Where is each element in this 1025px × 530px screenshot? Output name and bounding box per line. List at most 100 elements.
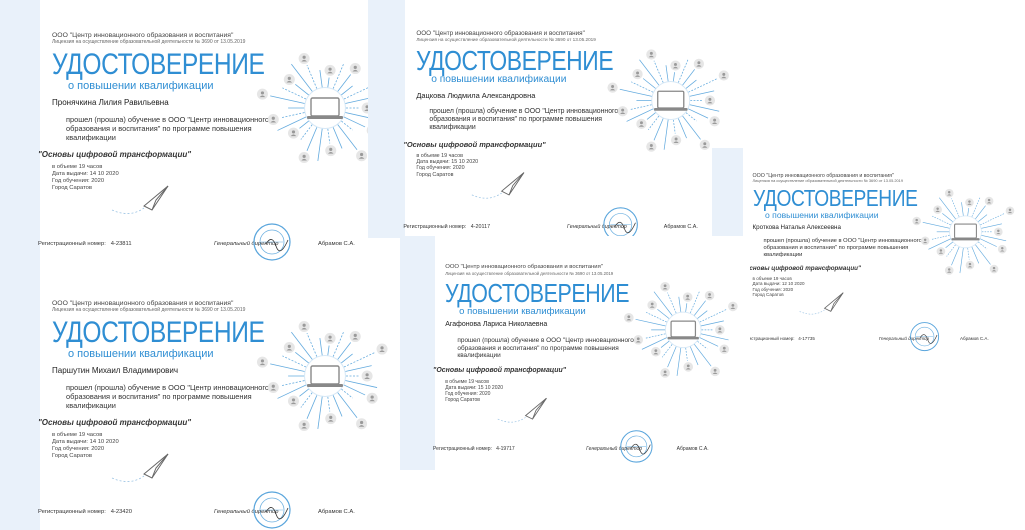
city-text: Город Саратов [416,171,454,178]
certificate-body-text: прошел (прошла) обучение в ООО "Центр ин… [429,107,619,132]
user-icon [267,113,279,125]
director-title: Генеральный директор [214,509,279,515]
registration-value: 4-17735 [798,335,815,341]
user-icon [356,150,368,162]
wave-background [400,236,435,470]
user-icon [646,300,657,310]
user-icon [376,343,388,355]
user-icon [718,70,729,81]
user-icon [718,344,729,355]
user-icon [267,381,279,393]
organization-name: ООО "Центр инновационного образования и … [52,300,292,314]
laptop-icon [304,87,346,129]
certificate-5: ООО "Центр инновационного образования и … [400,236,750,470]
user-icon [693,58,704,69]
study-year-text: Год обучения: 2020 [445,390,491,397]
user-icon [325,413,337,425]
program-name: "Основы цифровой трансформации" [403,139,546,149]
user-icon [659,368,670,378]
certificate-subtitle: о повышении квалификации [765,210,879,221]
director-signature-name: Абрамов С.А. [676,445,709,452]
license-text: Лицензия на осуществление образовательно… [416,37,596,43]
network-illustration [606,49,729,152]
certificate-details: в объеме 19 часов Дата выдачи: 15 10 202… [416,153,478,179]
stamp-illustration [620,430,653,463]
study-year-text: Год обучения: 2020 [52,445,105,452]
registration-label: Регистрационный номер: [38,509,106,515]
paper-plane-illustration [497,397,547,423]
registration-value: 4-23420 [110,509,132,515]
recipient-name: Агафонова Лариса Николаевна [445,321,548,329]
stamp-illustration [909,322,939,352]
certificate-body-text: прошел (прошла) обучение в ООО "Центр ин… [763,238,922,259]
stamp-illustration [253,491,291,529]
user-icon [606,82,618,93]
network-illustration [256,320,388,432]
paper-plane-icon [472,172,525,199]
registration-value: 4-23811 [110,241,132,247]
certificate-title: УДОСТОВЕРЕНИЕ [445,277,630,308]
stamp-illustration [603,207,639,238]
study-year-text: Год обучения: 2020 [416,165,465,172]
issue-date-text: Дата выдачи: 14 10 2020 [52,170,119,177]
program-name: "Основы цифровой трансформации" [433,366,567,374]
user-icon [631,68,643,80]
issue-date-text: Дата выдачи: 14 10 2020 [52,438,119,445]
user-icon [349,331,361,343]
recipient-name: Пронячкина Лилия Равильевна [52,98,169,107]
user-icon [936,247,946,257]
user-icon [708,116,720,127]
city-text: Город Саратов [52,452,92,459]
certificate-1: ООО "Центр инновационного образования и … [0,0,398,268]
hours-text: в объеме 19 часов [52,164,103,170]
director-title: Генеральный директор [878,335,930,341]
stamp-seal [253,491,291,529]
director-title: Генеральный директор [214,241,279,247]
recipient-name: Дацкова Людмила Александровна [416,91,536,101]
organization-name: ООО "Центр инновационного образования и … [753,173,940,184]
certificate-details: в объеме 19 часов Дата выдачи: 12 10 202… [753,276,805,298]
user-icon [287,127,299,139]
director-title: Генеральный директор [586,445,643,452]
director-signature-name: Абрамов С.А. [318,241,355,247]
registration-value: 4-20117 [470,224,491,231]
city-text: Город Саратов [52,184,92,191]
user-icon [699,139,710,150]
user-icon [635,118,647,129]
certificate-subtitle: о повышении квалификации [459,305,586,317]
wave-background [368,0,406,238]
user-icon [349,63,361,75]
user-icon [997,245,1007,254]
registration-number: Регистрационный номер: 4-23811 [38,241,132,247]
user-icon [256,356,268,368]
registration-number: Регистрационный номер: 4-19717 [433,446,515,452]
user-icon [283,74,295,86]
paper-plane-icon [799,292,844,315]
stamp-seal [909,322,939,352]
wave-background [0,268,40,530]
program-name: "Основы цифровой трансформации" [38,150,192,159]
user-icon [704,290,714,301]
hours-text: в объеме 19 часов [52,432,103,438]
user-icon [709,366,720,377]
stamp-seal [253,223,291,261]
user-icon [659,282,670,292]
user-icon [324,332,336,344]
user-icon [298,420,310,432]
certificate-body-text: прошел (прошла) обучение в ООО "Центр ин… [66,115,269,142]
user-icon [632,335,643,345]
paper-plane-icon [111,185,169,214]
certificate-title: УДОСТОВЕРЕНИЕ [752,185,918,211]
organization-name: ООО "Центр инновационного образования и … [52,32,292,46]
user-icon [650,347,661,357]
user-icon [965,261,975,270]
recipient-name: Кроткова Наталья Алексеевна [752,224,841,232]
user-icon [617,105,628,117]
user-icon [944,189,954,198]
certificate-details: в объеме 19 часов Дата выдачи: 14 10 202… [52,164,119,192]
user-icon [714,325,725,335]
laptop-icon [664,311,701,349]
license-text: Лицензия на осуществление образовательно… [752,178,904,184]
paper-plane-illustration [111,453,169,482]
registration-label: Регистрационный номер: [433,445,492,452]
